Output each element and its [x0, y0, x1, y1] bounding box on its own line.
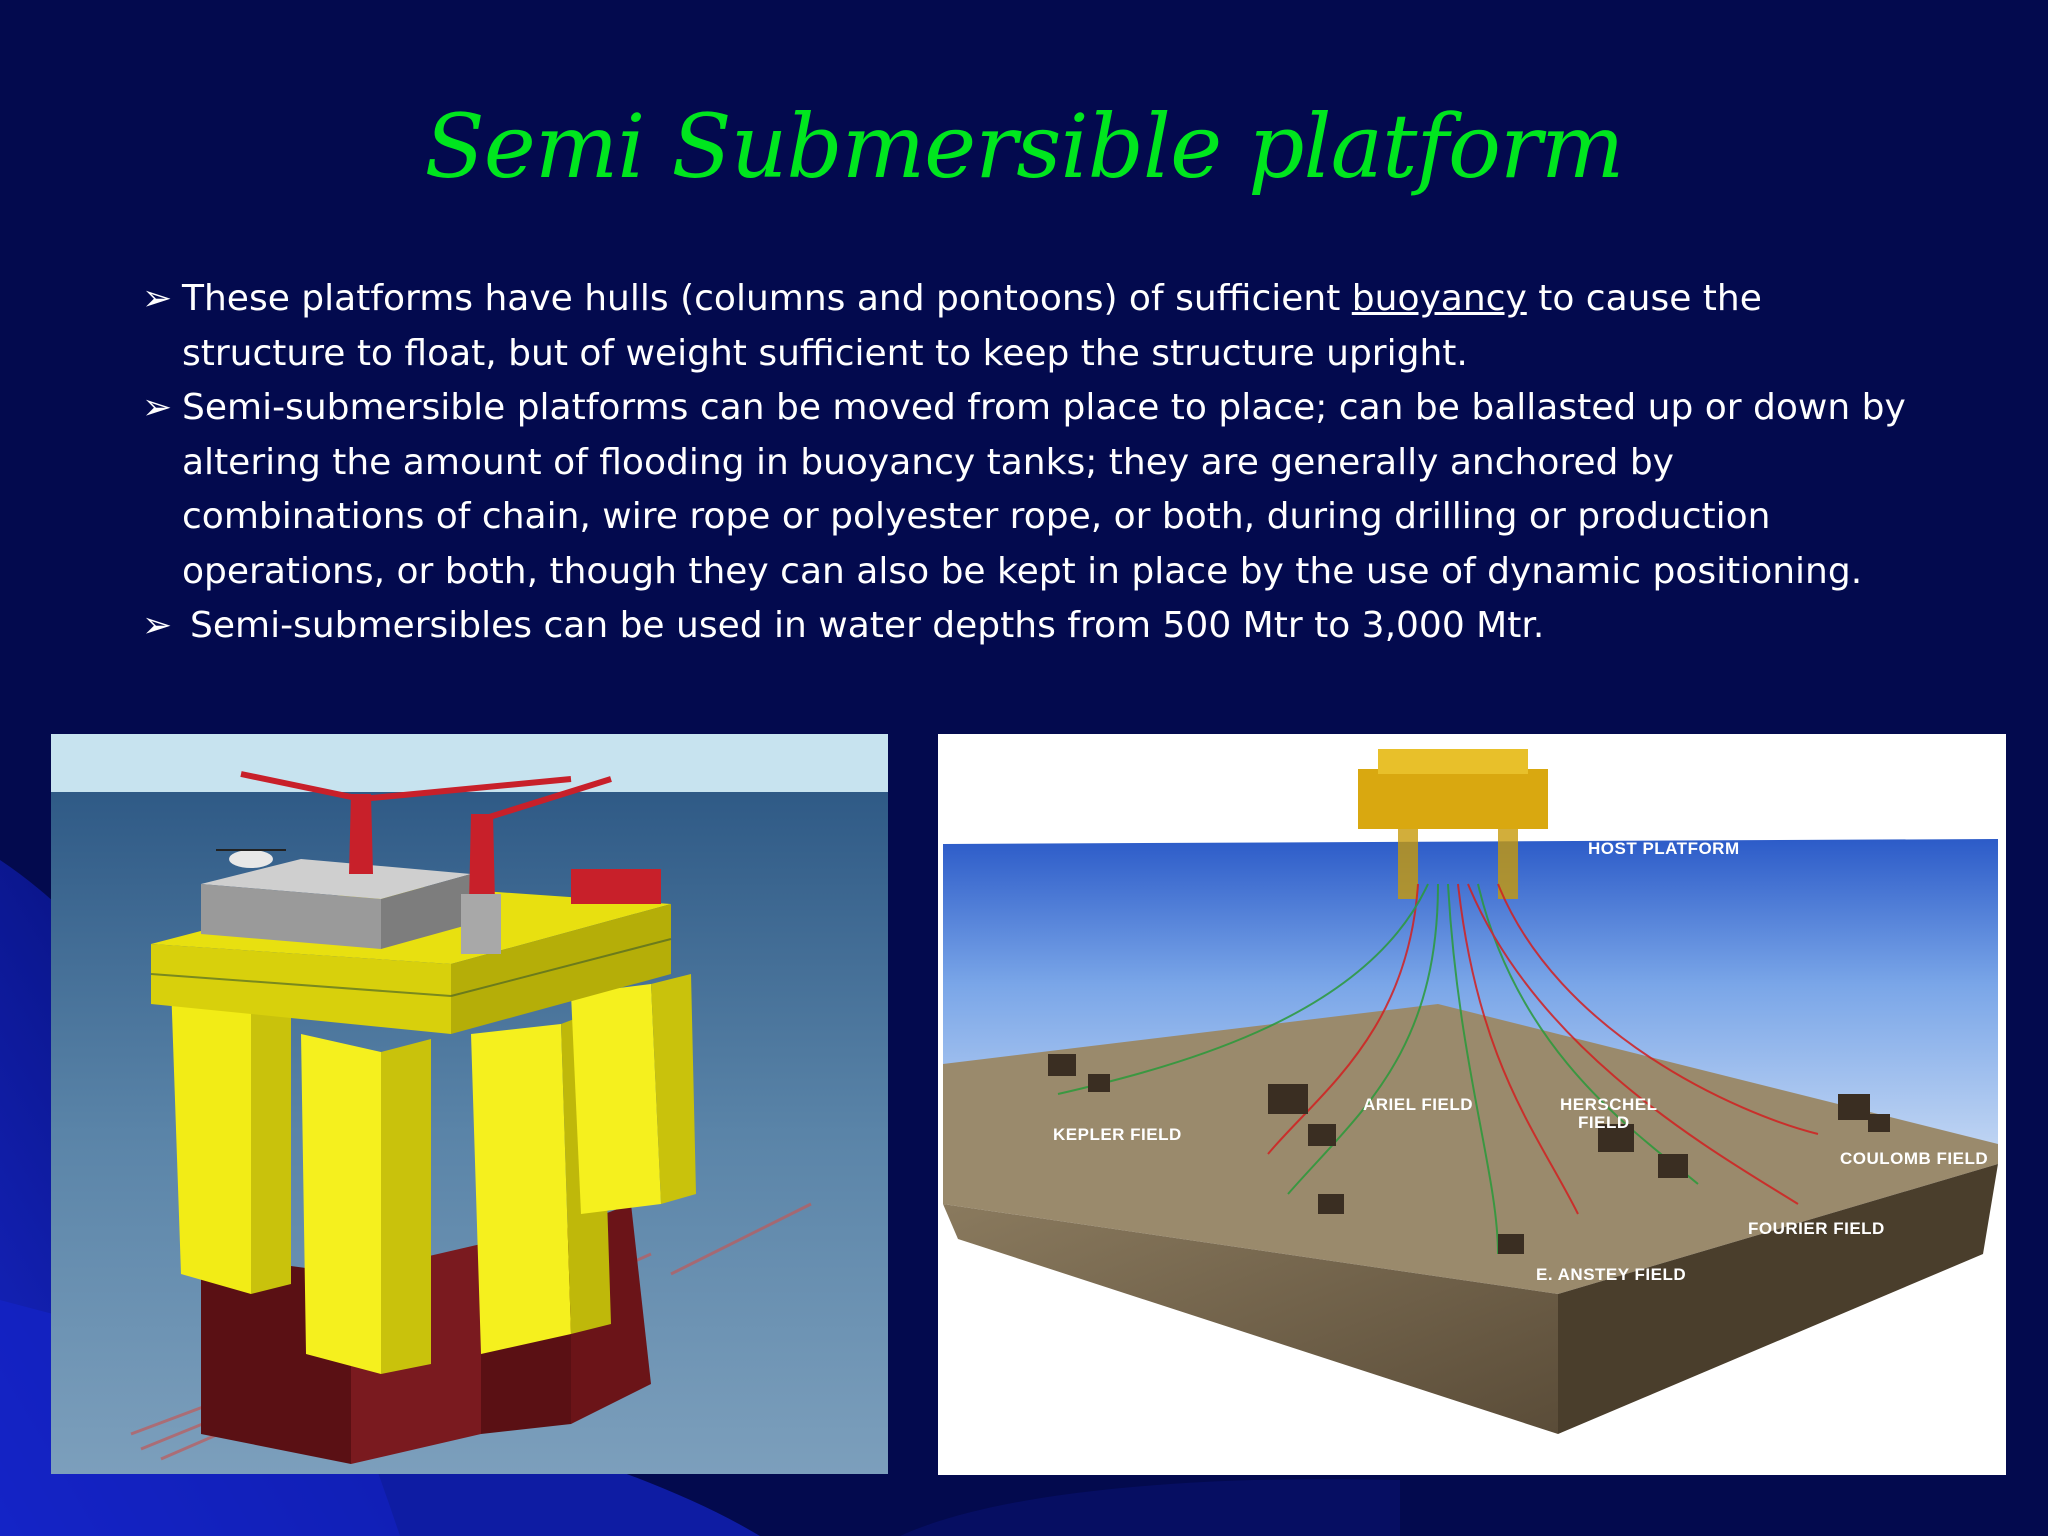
bullet-text: Semi-submersibles can be used in water d…	[190, 605, 1545, 646]
bullet-list: ➢ These platforms have hulls (columns an…	[142, 272, 1922, 654]
herschel-field-label-2: FIELD	[1578, 1113, 1630, 1132]
bullet-text: to cause the structure to float, but of …	[182, 278, 1762, 374]
host-platform-label: HOST PLATFORM	[1588, 839, 1740, 858]
bullet-item-depths: ➢ Semi-submersibles can be used in water…	[142, 599, 1922, 654]
arrow-bullet-icon: ➢	[142, 387, 173, 428]
ariel-field-label: ARIEL FIELD	[1363, 1095, 1473, 1114]
bullet-item-hulls: ➢ These platforms have hulls (columns an…	[142, 272, 1922, 381]
bullet-text: These platforms have hulls (columns and …	[182, 278, 1352, 319]
bullet-item-mobility: ➢ Semi-submersible platforms can be move…	[142, 381, 1922, 599]
platform-render-image	[51, 734, 888, 1474]
kepler-field-label: KEPLER FIELD	[1053, 1125, 1182, 1144]
anstey-field-label: E. ANSTEY FIELD	[1536, 1265, 1686, 1284]
herschel-field-label: HERSCHEL	[1560, 1095, 1658, 1114]
bullet-text: Semi-submersible platforms can be moved …	[182, 387, 1906, 592]
arrow-bullet-icon: ➢	[142, 278, 173, 319]
arrow-bullet-icon: ➢	[142, 605, 173, 646]
fourier-field-label: FOURIER FIELD	[1748, 1219, 1885, 1238]
buoyancy-link[interactable]: buoyancy	[1351, 278, 1527, 319]
slide-title: Semi Submersible platform	[424, 95, 1624, 198]
subsea-field-diagram: HOST PLATFORM KEPLER FIELD ARIEL FIELD H…	[938, 734, 2006, 1475]
coulomb-field-label: COULOMB FIELD	[1840, 1149, 1988, 1168]
